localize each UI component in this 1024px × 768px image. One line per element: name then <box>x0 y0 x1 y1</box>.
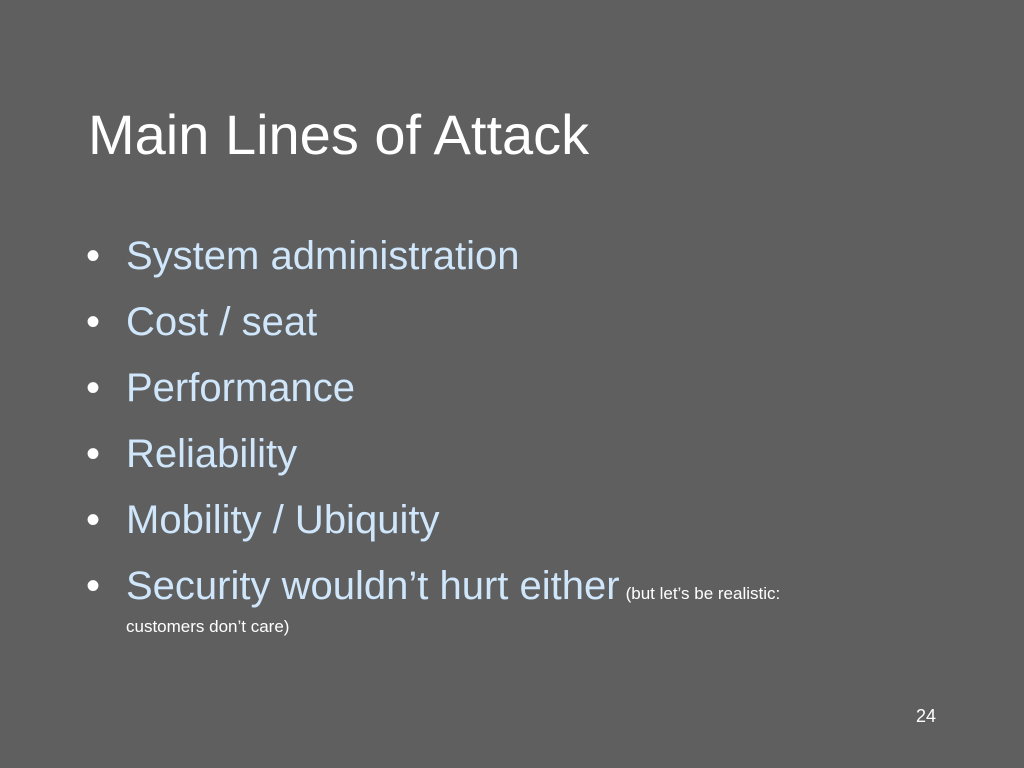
bullet-item: • Reliability <box>86 424 946 490</box>
bullet-body: Security wouldn’t hurt either (but let’s … <box>126 556 946 639</box>
page-number: 24 <box>915 706 936 726</box>
bullet-marker: • <box>86 564 101 608</box>
bullet-body: Performance <box>126 358 946 427</box>
bullet-item: • Security wouldn’t hurt either (but let’… <box>86 556 946 639</box>
bullet-note-continuation: customers don’t care) <box>126 617 290 636</box>
bullet-item: • Performance <box>86 358 946 424</box>
bullet-marker: • <box>86 432 101 476</box>
bullet-text: Reliability <box>126 432 298 476</box>
bullet-marker: • <box>86 234 101 278</box>
bullet-text: System administration <box>126 234 520 278</box>
bullet-marker: • <box>86 366 101 410</box>
bullet-body: Reliability <box>126 424 946 493</box>
bullet-marker: • <box>86 300 101 344</box>
bullet-text: Cost / seat <box>126 300 318 344</box>
bullet-text: Security wouldn’t hurt either <box>126 564 620 608</box>
bullet-item: • Mobility / Ubiquity <box>86 490 946 556</box>
slide-title: Main Lines of Attack <box>88 103 590 166</box>
bullet-item: • System administration <box>86 226 946 292</box>
bullet-item: • Cost / seat <box>86 292 946 358</box>
bullet-marker: • <box>86 498 101 542</box>
bullet-text: Performance <box>126 366 355 410</box>
bullet-body: Mobility / Ubiquity <box>126 490 946 559</box>
bullet-text: Mobility / Ubiquity <box>126 498 440 542</box>
bullet-note: (but let’s be realistic: <box>625 584 781 603</box>
bullet-list: • System administration • Cost / seat • … <box>86 226 946 639</box>
bullet-body: Cost / seat <box>126 292 946 361</box>
bullet-body: System administration <box>126 226 946 295</box>
